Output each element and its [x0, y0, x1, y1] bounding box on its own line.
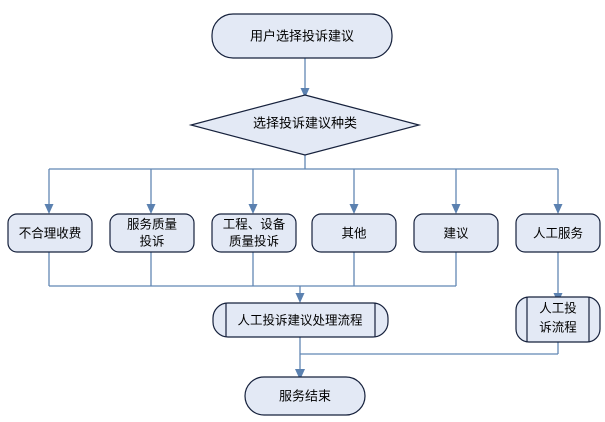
- node-category-6[interactable]: 人工服务: [515, 213, 601, 253]
- node-start[interactable]: 用户选择投诉建议: [211, 13, 393, 59]
- node-process-manual-shape: [515, 296, 601, 343]
- node-category-3-shape: [211, 213, 297, 253]
- node-decision-shape: [188, 94, 422, 156]
- arrowhead-end: [295, 369, 305, 380]
- node-category-5-shape: [413, 213, 499, 253]
- node-process-main-label: 人工投诉建议处理流程: [237, 313, 363, 328]
- node-category-1-label: 不合理收费: [19, 226, 82, 241]
- node-category-3[interactable]: 工程、设备 质量投诉: [211, 213, 297, 253]
- node-category-4-shape: [311, 213, 397, 253]
- node-start-label: 用户选择投诉建议: [250, 29, 354, 45]
- node-category-5[interactable]: 建议: [413, 213, 499, 253]
- node-end-shape: [244, 376, 366, 416]
- arrowhead-category-1: [44, 204, 54, 214]
- node-category-1[interactable]: 不合理收费: [7, 213, 93, 253]
- arrowhead-category-5: [451, 204, 461, 214]
- arrowhead-main-process: [295, 293, 305, 303]
- node-category-3-label-line-2: 质量投诉: [229, 234, 279, 249]
- node-category-6-label: 人工服务: [533, 226, 583, 241]
- connector-layer: [44, 58, 563, 380]
- node-category-2-shape: [109, 213, 195, 253]
- node-category-6-shape: [515, 213, 601, 253]
- node-category-2-label-line-2: 投诉: [139, 234, 164, 249]
- node-end[interactable]: 服务结束: [244, 376, 366, 416]
- arrowhead-category-6: [553, 204, 563, 214]
- node-start-shape: [211, 13, 393, 59]
- arrowhead-category-3: [248, 204, 258, 214]
- node-process-main[interactable]: 人工投诉建议处理流程: [212, 302, 389, 338]
- node-process-manual-label-line-1: 人工投: [539, 301, 577, 316]
- node-end-label: 服务结束: [279, 389, 331, 405]
- node-category-1-shape: [7, 213, 93, 253]
- arrowhead-category-2: [146, 204, 156, 214]
- node-category-4[interactable]: 其他: [311, 213, 397, 253]
- node-category-5-label: 建议: [443, 226, 469, 241]
- node-decision[interactable]: 选择投诉建议种类: [188, 94, 422, 156]
- arrowhead-category-4: [349, 204, 359, 214]
- node-decision-label: 选择投诉建议种类: [253, 116, 357, 132]
- node-category-2-label-line-1: 服务质量: [127, 217, 177, 232]
- arrowhead-decision: [300, 88, 310, 98]
- node-process-manual[interactable]: 人工投 诉流程: [515, 296, 601, 343]
- node-category-2[interactable]: 服务质量 投诉: [109, 213, 195, 253]
- node-category-4-label: 其他: [341, 226, 367, 241]
- node-category-3-label-line-1: 工程、设备: [223, 217, 286, 232]
- node-process-main-shape: [212, 302, 389, 338]
- node-process-manual-label-line-2: 诉流程: [539, 320, 577, 335]
